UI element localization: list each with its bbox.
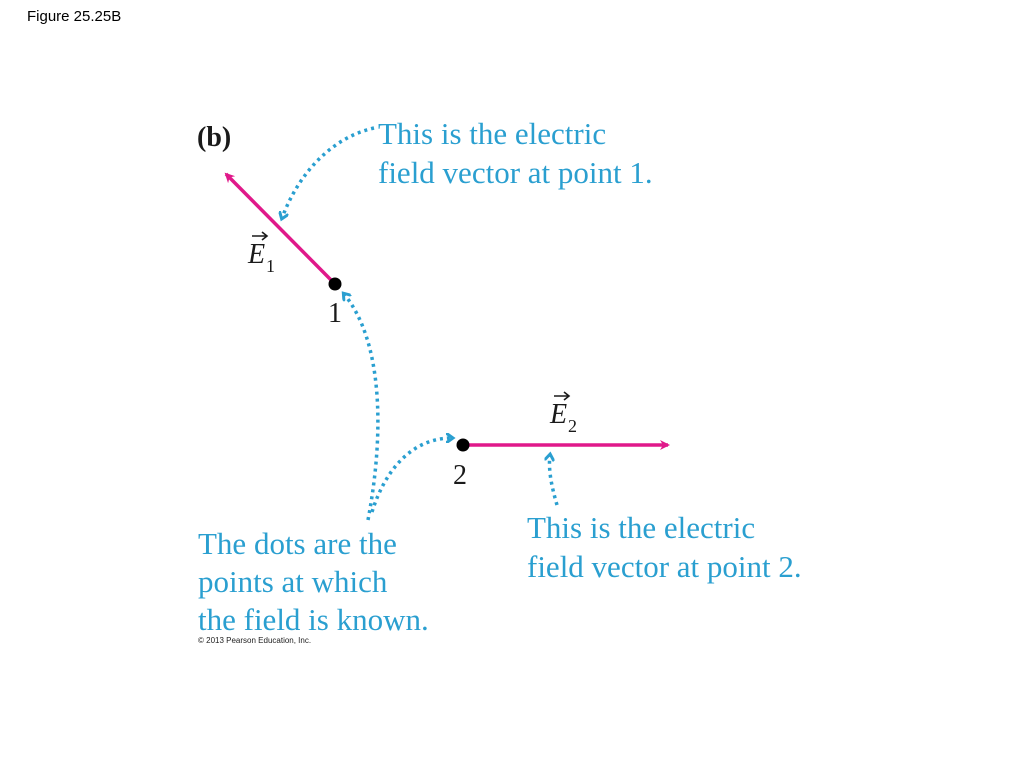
e2-subscript: 2	[568, 416, 577, 436]
annotation-dots-line1: The dots are the	[198, 526, 397, 561]
figure-label: Figure 25.25B	[27, 8, 122, 25]
annotation-arrow-dots-to-1	[344, 294, 380, 521]
annotation-point1-line1: This is the electric	[378, 116, 606, 151]
annotation-arrow-point2	[549, 455, 559, 506]
annotation-arrow-point1	[282, 126, 375, 218]
e2-symbol: E	[549, 399, 567, 430]
e2-vector-arrow-icon	[554, 391, 571, 401]
annotation-point2-line1: This is the electric	[527, 510, 755, 545]
annotation-point2-line2: field vector at point 2.	[527, 549, 802, 584]
annotation-point1-line2: field vector at point 1.	[378, 155, 653, 190]
e1-vector-arrow-icon	[252, 231, 269, 241]
annotation-dots-line2: points at which	[198, 564, 388, 599]
vector-label-e2: E 2	[549, 391, 577, 436]
e1-subscript: 1	[266, 256, 275, 276]
annotation-arrow-dots-to-2	[370, 438, 452, 513]
point-2-label: 2	[453, 460, 467, 491]
vector-label-e1: E 1	[247, 231, 275, 276]
point-1-dot	[328, 277, 342, 291]
e1-symbol: E	[247, 239, 265, 270]
point-2-dot	[456, 438, 470, 452]
panel-label: (b)	[197, 122, 231, 153]
field-vector-e1	[224, 172, 337, 286]
copyright-notice: © 2013 Pearson Education, Inc.	[198, 636, 312, 645]
annotation-dots-line3: the field is known.	[198, 602, 429, 637]
point-1-label: 1	[328, 298, 342, 329]
